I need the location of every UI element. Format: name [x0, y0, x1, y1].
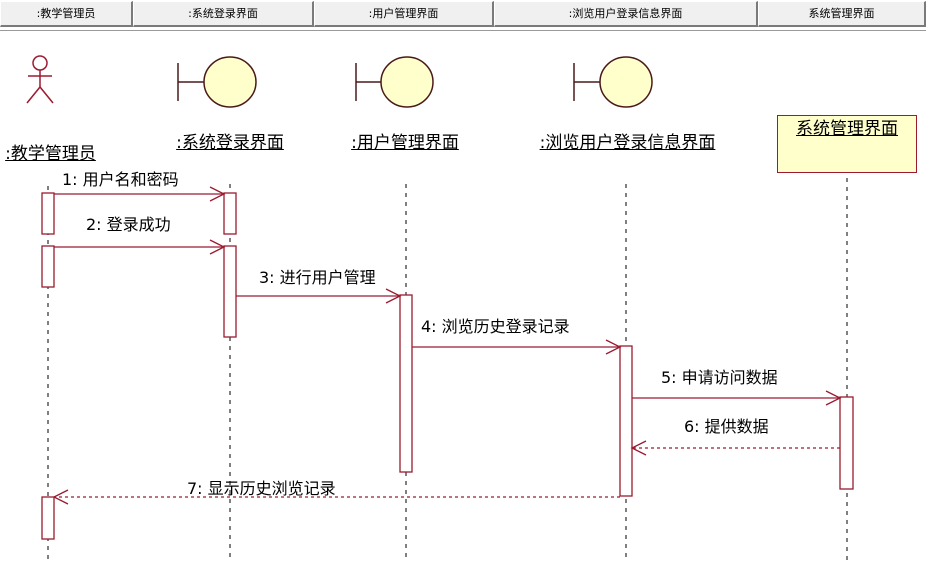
activation-bar-actor-3[interactable] — [41, 496, 55, 540]
message-arrow-6[interactable] — [630, 440, 840, 456]
message-arrow-1[interactable] — [54, 186, 226, 202]
message-arrow-4[interactable] — [412, 339, 622, 355]
message-arrow-7[interactable] — [52, 489, 620, 505]
activation-bar-login-1[interactable] — [223, 192, 237, 235]
header-separator — [0, 30, 926, 31]
message-label-3: 3: 进行用户管理 — [259, 268, 376, 287]
message-label-2: 2: 登录成功 — [86, 215, 171, 234]
participant-label-login[interactable]: :系统登录界面 — [176, 133, 284, 153]
activation-bar-actor-1[interactable] — [41, 192, 55, 235]
header-column-user-mgmt[interactable]: :用户管理界面 — [314, 1, 494, 27]
message-arrow-2[interactable] — [54, 239, 226, 255]
activation-bar-login-2[interactable] — [223, 245, 237, 338]
activation-bar-actor-2[interactable] — [41, 245, 55, 288]
participant-label-browse[interactable]: :浏览用户登录信息界面 — [539, 133, 716, 153]
participant-label-user-mgmt[interactable]: :用户管理界面 — [351, 133, 459, 153]
message-arrow-5[interactable] — [632, 390, 842, 406]
boundary-icon-user-mgmt[interactable] — [355, 56, 434, 108]
message-arrow-3[interactable] — [236, 288, 402, 304]
participant-box-sys-mgmt[interactable]: 系统管理界面 — [777, 115, 917, 173]
message-label-4: 4: 浏览历史登录记录 — [421, 317, 570, 336]
boundary-icon-browse[interactable] — [573, 56, 653, 108]
header-column-login[interactable]: :系统登录界面 — [133, 1, 314, 27]
diagram-header-bar: :教学管理员 :系统登录界面 :用户管理界面 :浏览用户登录信息界面 系统管理界… — [0, 0, 926, 30]
message-label-7: 7: 显示历史浏览记录 — [187, 479, 336, 498]
header-column-browse[interactable]: :浏览用户登录信息界面 — [494, 1, 758, 27]
activation-bar-browse[interactable] — [619, 345, 633, 497]
activation-bar-user-mgmt[interactable] — [399, 294, 413, 473]
header-column-sys-mgmt[interactable]: 系统管理界面 — [758, 1, 926, 27]
actor-icon[interactable] — [26, 55, 54, 104]
message-label-1: 1: 用户名和密码 — [62, 170, 179, 189]
activation-bar-sys-mgmt[interactable] — [839, 396, 854, 490]
message-label-5: 5: 申请访问数据 — [661, 368, 778, 387]
participant-label-actor[interactable]: :教学管理员 — [5, 144, 96, 164]
header-column-actor[interactable]: :教学管理员 — [0, 1, 133, 27]
boundary-icon-login[interactable] — [177, 56, 257, 108]
message-label-6: 6: 提供数据 — [684, 417, 769, 436]
